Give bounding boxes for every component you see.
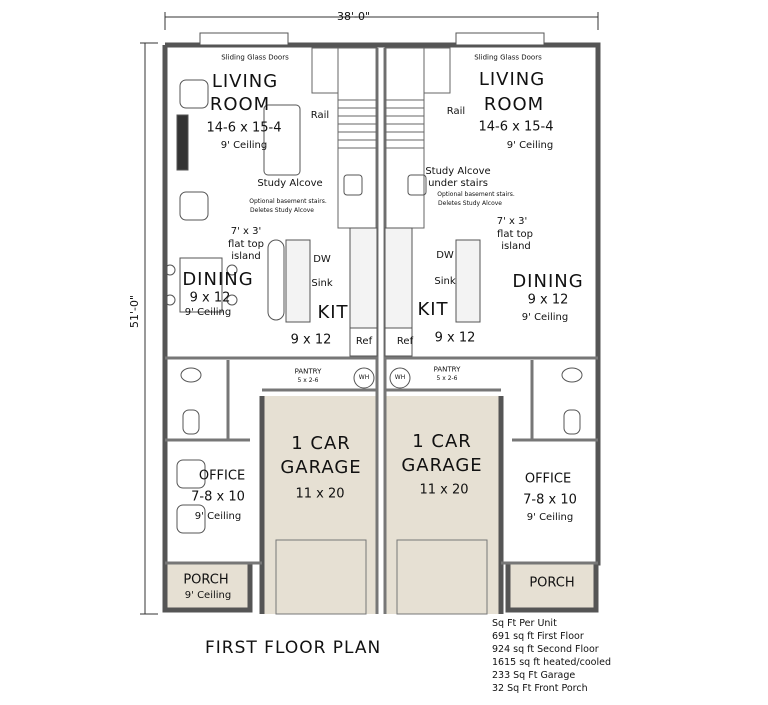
left-living-ceiling: 9' Ceiling	[220, 140, 268, 151]
right-pantry-size: 5 x 2-6	[436, 375, 458, 382]
stairs	[311, 47, 451, 229]
right-basement-note2: Deletes Study Alcove	[438, 200, 502, 207]
right-living-label: LIVING	[478, 69, 546, 90]
right-room-label: ROOM	[483, 94, 545, 115]
left-pantry-label: PANTRY	[294, 367, 322, 376]
left-dining-size: 9 x 12	[189, 290, 231, 306]
stats-list: Sq Ft Per Unit 691 sq ft First Floor 924…	[492, 617, 611, 695]
right-basement-note: Optional basement stairs.	[437, 191, 515, 198]
office-furniture	[176, 459, 206, 534]
left-porch-label: PORCH	[183, 572, 229, 588]
right-dining-ceiling: 9' Ceiling	[521, 312, 569, 323]
garage-doors	[275, 539, 488, 615]
left-garage-label1: 1 CAR	[291, 433, 351, 454]
left-island-size: 7' x 3'	[230, 226, 262, 237]
stats-line: 1615 sq ft heated/cooled	[492, 657, 611, 668]
stats-line: 32 Sq Ft Front Porch	[492, 683, 588, 694]
living-furniture	[176, 79, 427, 221]
left-room-label: ROOM	[209, 94, 271, 115]
left-ref-label: Ref	[355, 336, 373, 347]
left-pantry-size: 5 x 2-6	[297, 377, 319, 384]
right-living-size: 14-6 x 15-4	[478, 119, 554, 135]
kitchen-counters	[285, 227, 481, 357]
right-pantry-label: PANTRY	[433, 365, 461, 374]
right-dining-size: 9 x 12	[527, 292, 569, 308]
bath-fixtures	[180, 367, 583, 435]
stats-line: 233 Sq Ft Garage	[492, 670, 576, 681]
left-rail-label: Rail	[310, 110, 330, 121]
width-dimension: 38'-0"	[337, 10, 371, 23]
left-island-type: flat top	[228, 239, 264, 250]
right-study-label2: under stairs	[428, 178, 488, 189]
floor-fills	[165, 396, 596, 614]
left-office-size: 7-8 x 10	[191, 489, 245, 505]
left-living-size: 14-6 x 15-4	[206, 120, 282, 136]
right-garage-label1: 1 CAR	[412, 431, 472, 452]
stats-line: 691 sq ft First Floor	[492, 631, 584, 642]
left-dw-label: DW	[313, 254, 331, 265]
right-study-label: Study Alcove	[425, 166, 491, 177]
water-heaters	[353, 367, 411, 389]
left-sliding-doors-label: Sliding Glass Doors	[221, 53, 289, 62]
right-garage-size: 11 x 20	[419, 482, 469, 498]
right-kit-size: 9 x 12	[434, 330, 476, 346]
left-office-label: OFFICE	[198, 468, 246, 484]
left-basement-note2: Deletes Study Alcove	[250, 207, 314, 214]
left-dining-label: DINING	[182, 269, 254, 290]
right-island-label: island	[501, 241, 531, 252]
right-office-label: OFFICE	[524, 471, 572, 487]
left-living-label: LIVING	[211, 71, 279, 92]
right-island-size: 7' x 3'	[496, 216, 528, 227]
left-garage-label2: GARAGE	[280, 457, 362, 478]
right-living-ceiling: 9' Ceiling	[506, 140, 554, 151]
right-island-type: flat top	[497, 229, 533, 240]
left-office-ceiling: 9' Ceiling	[194, 511, 242, 522]
right-porch-label: PORCH	[529, 575, 575, 591]
plan-title: FIRST FLOOR PLAN	[205, 638, 382, 658]
right-sliding-doors-label: Sliding Glass Doors	[474, 53, 542, 62]
right-dining-label: DINING	[512, 271, 584, 292]
left-dining-ceiling: 9' Ceiling	[184, 307, 232, 318]
left-basement-note: Optional basement stairs.	[249, 198, 327, 205]
right-kit-label: KIT	[417, 299, 449, 320]
stats-line: Sq Ft Per Unit	[492, 618, 557, 629]
left-island-label: island	[231, 251, 261, 262]
right-rail-label: Rail	[446, 106, 466, 117]
right-ref-label: Ref	[396, 336, 414, 347]
sliding-doors	[199, 32, 545, 46]
dining-furniture	[164, 239, 285, 321]
right-garage-label2: GARAGE	[401, 455, 483, 476]
left-study-label: Study Alcove	[257, 178, 323, 189]
right-wh-label: WH	[394, 374, 406, 381]
stats-line: 924 sq ft Second Floor	[492, 644, 599, 655]
left-kit-label: KIT	[317, 302, 349, 323]
right-office-ceiling: 9' Ceiling	[526, 512, 574, 523]
depth-dimension: 51'-0"	[128, 294, 141, 328]
dimension-lines	[140, 12, 599, 615]
right-sink-label: Sink	[434, 276, 456, 287]
left-kit-size: 9 x 12	[290, 332, 332, 348]
right-office-size: 7-8 x 10	[523, 492, 577, 508]
left-sink-label: Sink	[311, 278, 333, 289]
left-porch-ceiling: 9' Ceiling	[184, 590, 232, 601]
left-garage-size: 11 x 20	[295, 486, 345, 502]
left-wh-label: WH	[358, 374, 370, 381]
right-dw-label: DW	[436, 250, 454, 261]
